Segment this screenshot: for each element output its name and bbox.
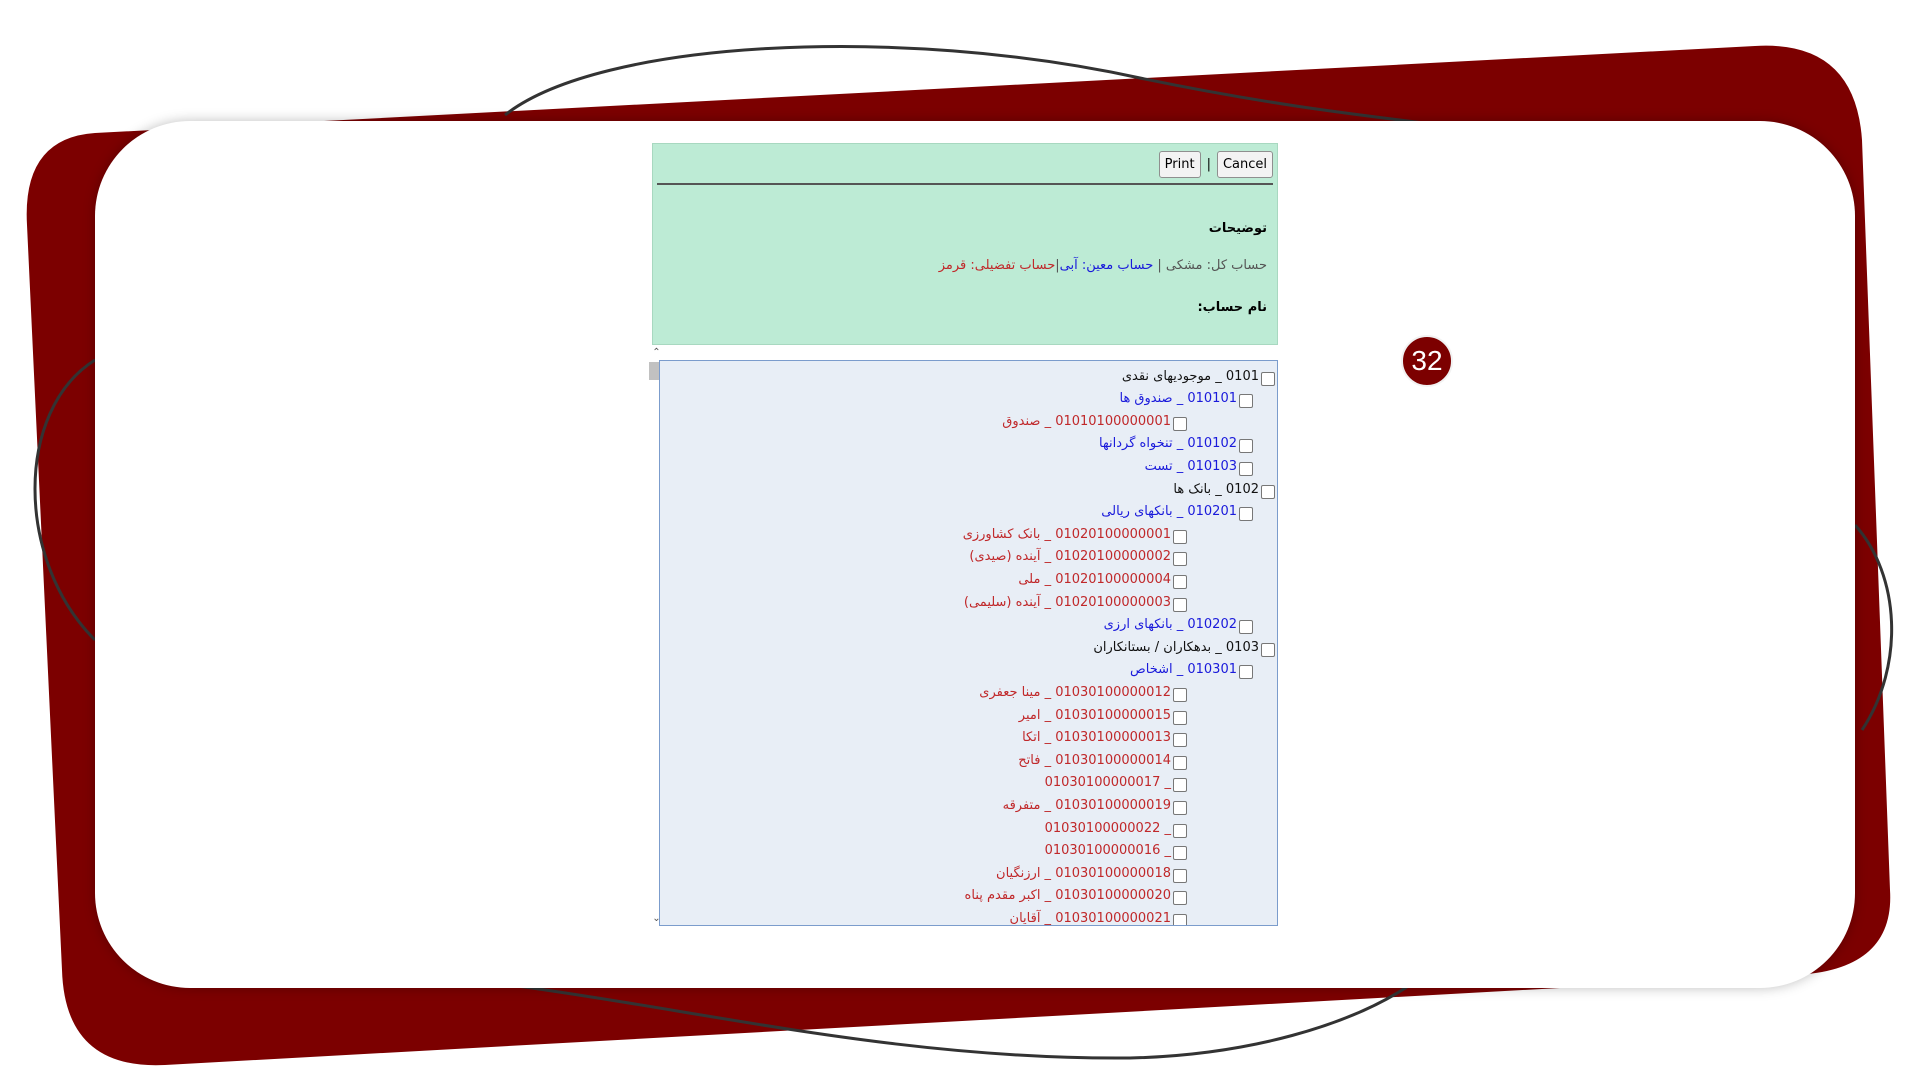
decorative-curve-right (1853, 523, 1894, 731)
tree-item-label: 010201 _ بانکهای ریالی (1101, 504, 1237, 520)
legend-separator: | (1055, 258, 1060, 273)
print-accounts-window: Print | Cancel توضیحات حساب کل: مشکی | ح… (648, 143, 1278, 926)
tree-item-checkbox[interactable] (1173, 868, 1187, 883)
tree-row: 01010100000001 _ صندوق (1002, 410, 1187, 432)
tree-item-label: 010301 _ اشخاص (1130, 662, 1237, 678)
tree-item-label: 01020100000004 _ ملی (1018, 571, 1171, 587)
tree-item-checkbox[interactable] (1173, 733, 1187, 748)
tree-item-label: 010202 _ بانکهای ارزی (1103, 617, 1237, 633)
tree-item-label: 01030100000020 _ اکبر مقدم پناه (964, 888, 1171, 904)
tree-row: 01030100000015 _ امیر (1019, 704, 1187, 726)
tree-item-checkbox[interactable] (1239, 394, 1253, 409)
tree-row: 010201 _ بانکهای ریالی (1101, 501, 1253, 523)
header-panel: Print | Cancel توضیحات حساب کل: مشکی | ح… (652, 143, 1278, 345)
tree-item-checkbox[interactable] (1239, 439, 1253, 454)
color-legend: حساب کل: مشکی | حساب معین: آبی|حساب تفضی… (939, 258, 1267, 273)
tree-item-label: 0101 _ موجودیهای نقدی (1121, 368, 1259, 384)
tree-row: 01030100000019 _ متفرقه (1003, 794, 1187, 816)
decorative-curve-left (33, 358, 97, 642)
tree-row: 010202 _ بانکهای ارزی (1104, 614, 1253, 636)
scroll-down-arrow-icon[interactable]: ⌄ (652, 913, 661, 924)
tree-item-label: 01030100000021 _ آقایان (1009, 910, 1171, 926)
tree-item-checkbox[interactable] (1173, 574, 1187, 589)
tree-item-checkbox[interactable] (1173, 687, 1187, 702)
tree-item-label: 01030100000013 _ اتکا (1022, 730, 1171, 746)
decorative-curve-bottom (509, 983, 1411, 1060)
tree-row: 01020100000002 _ آینده (صیدی) (969, 546, 1187, 568)
tree-item-label: 010103 _ تست (1144, 458, 1237, 474)
tree-row: 01030100000020 _ اکبر مقدم پناه (965, 885, 1187, 907)
tree-item-label: 0103 _ بدهکاران / بستانکاران (1093, 639, 1259, 655)
tree-item-label: 01030100000019 _ متفرقه (1002, 797, 1171, 813)
tree-item-label: 01020100000001 _ بانک کشاورزی (962, 526, 1171, 542)
legend-separator: | (1153, 258, 1166, 273)
description-title: توضیحات (1208, 221, 1267, 236)
tree-row: 0103 _ بدهکاران / بستانکاران (1093, 636, 1275, 658)
tree-item-checkbox[interactable] (1173, 416, 1187, 431)
tree-item-checkbox[interactable] (1173, 778, 1187, 793)
tree-item-label: 01030100000015 _ امیر (1018, 707, 1171, 723)
tree-item-checkbox[interactable] (1173, 800, 1187, 815)
tree-item-checkbox[interactable] (1239, 507, 1253, 522)
tree-row: 01030100000018 _ ارزنگیان (996, 862, 1187, 884)
tree-item-label: 010101 _ صندوق ها (1119, 391, 1237, 407)
decorative-curve-top (504, 45, 1441, 127)
tree-item-checkbox[interactable] (1173, 597, 1187, 612)
tree-row: 010103 _ تست (1145, 455, 1253, 477)
tree-row: 01030100000012 _ مینا جعفری (979, 681, 1187, 703)
tree-item-checkbox[interactable] (1173, 913, 1187, 925)
tree-item-label: 01010100000001 _ صندوق (1002, 413, 1171, 429)
tree-row: 010301 _ اشخاص (1130, 659, 1253, 681)
tree-item-label: 01030100000017 _ (1044, 775, 1171, 791)
tree-row: 01030100000013 _ اتکا (1022, 727, 1187, 749)
legend-detail-account: حساب تفضیلی: قرمز (938, 258, 1056, 273)
tree-row: 0102 _ بانک ها (1173, 478, 1275, 500)
tree-row: 010102 _ تنخواه گردانها (1099, 433, 1253, 455)
print-button[interactable]: Print (1158, 150, 1201, 178)
tree-item-checkbox[interactable] (1261, 484, 1275, 499)
tree-row: 01030100000022 _ (1045, 817, 1187, 839)
tree-item-label: 01020100000002 _ آینده (صیدی) (969, 549, 1171, 565)
tree-item-label: 010102 _ تنخواه گردانها (1099, 436, 1237, 452)
tree-item-checkbox[interactable] (1173, 552, 1187, 567)
legend-subsidiary-account: حساب معین: آبی (1059, 258, 1154, 273)
account-name-label: نام حساب: (1197, 300, 1267, 315)
tree-item-label: 01030100000018 _ ارزنگیان (996, 865, 1171, 881)
tree-item-checkbox[interactable] (1239, 620, 1253, 635)
tree-item-label: 0102 _ بانک ها (1173, 481, 1259, 497)
tree-item-label: 01030100000012 _ مینا جعفری (979, 684, 1171, 700)
tree-item-label: 01030100000014 _ فاتح (1018, 752, 1171, 768)
tree-item-checkbox[interactable] (1173, 710, 1187, 725)
tree-item-checkbox[interactable] (1239, 665, 1253, 680)
tree-row: 01020100000004 _ ملی (1018, 568, 1187, 590)
tree-row: 01030100000016 _ (1045, 840, 1187, 862)
tree-row: 01020100000003 _ آینده (سلیمی) (964, 591, 1187, 613)
tree-item-checkbox[interactable] (1173, 846, 1187, 861)
tree-item-checkbox[interactable] (1173, 823, 1187, 838)
toolbar-separator: | (1206, 156, 1211, 172)
tree-item-label: 01030100000016 _ (1044, 843, 1171, 859)
tree-item-checkbox[interactable] (1239, 461, 1253, 476)
scroll-up-arrow-icon[interactable]: ⌃ (652, 347, 661, 358)
tree-item-checkbox[interactable] (1173, 529, 1187, 544)
cancel-button[interactable]: Cancel (1216, 150, 1273, 178)
tree-item-label: 01020100000003 _ آینده (سلیمی) (963, 594, 1171, 610)
tree-row: 01020100000001 _ بانک کشاورزی (963, 523, 1187, 545)
account-tree: 0101 _ موجودیهای نقدی 010101 _ صندوق ها 01… (659, 360, 1278, 926)
tree-row: 01030100000014 _ فاتح (1018, 749, 1187, 771)
tree-item-label: 01030100000022 _ (1044, 820, 1171, 836)
tree-row: 01030100000021 _ آقایان (1009, 907, 1187, 926)
tree-row: 01030100000017 _ (1045, 772, 1187, 794)
toolbar: Print | Cancel (1158, 149, 1273, 179)
tree-row: 0101 _ موجودیهای نقدی (1122, 365, 1275, 387)
legend-general-account: حساب کل: مشکی (1165, 258, 1267, 273)
tree-item-checkbox[interactable] (1261, 371, 1275, 386)
tree-item-checkbox[interactable] (1173, 891, 1187, 906)
tree-item-checkbox[interactable] (1173, 755, 1187, 770)
tree-item-checkbox[interactable] (1261, 642, 1275, 657)
tree-row: 010101 _ صندوق ها (1119, 388, 1253, 410)
header-divider (657, 183, 1273, 185)
step-number-badge: 32 (1401, 335, 1453, 387)
